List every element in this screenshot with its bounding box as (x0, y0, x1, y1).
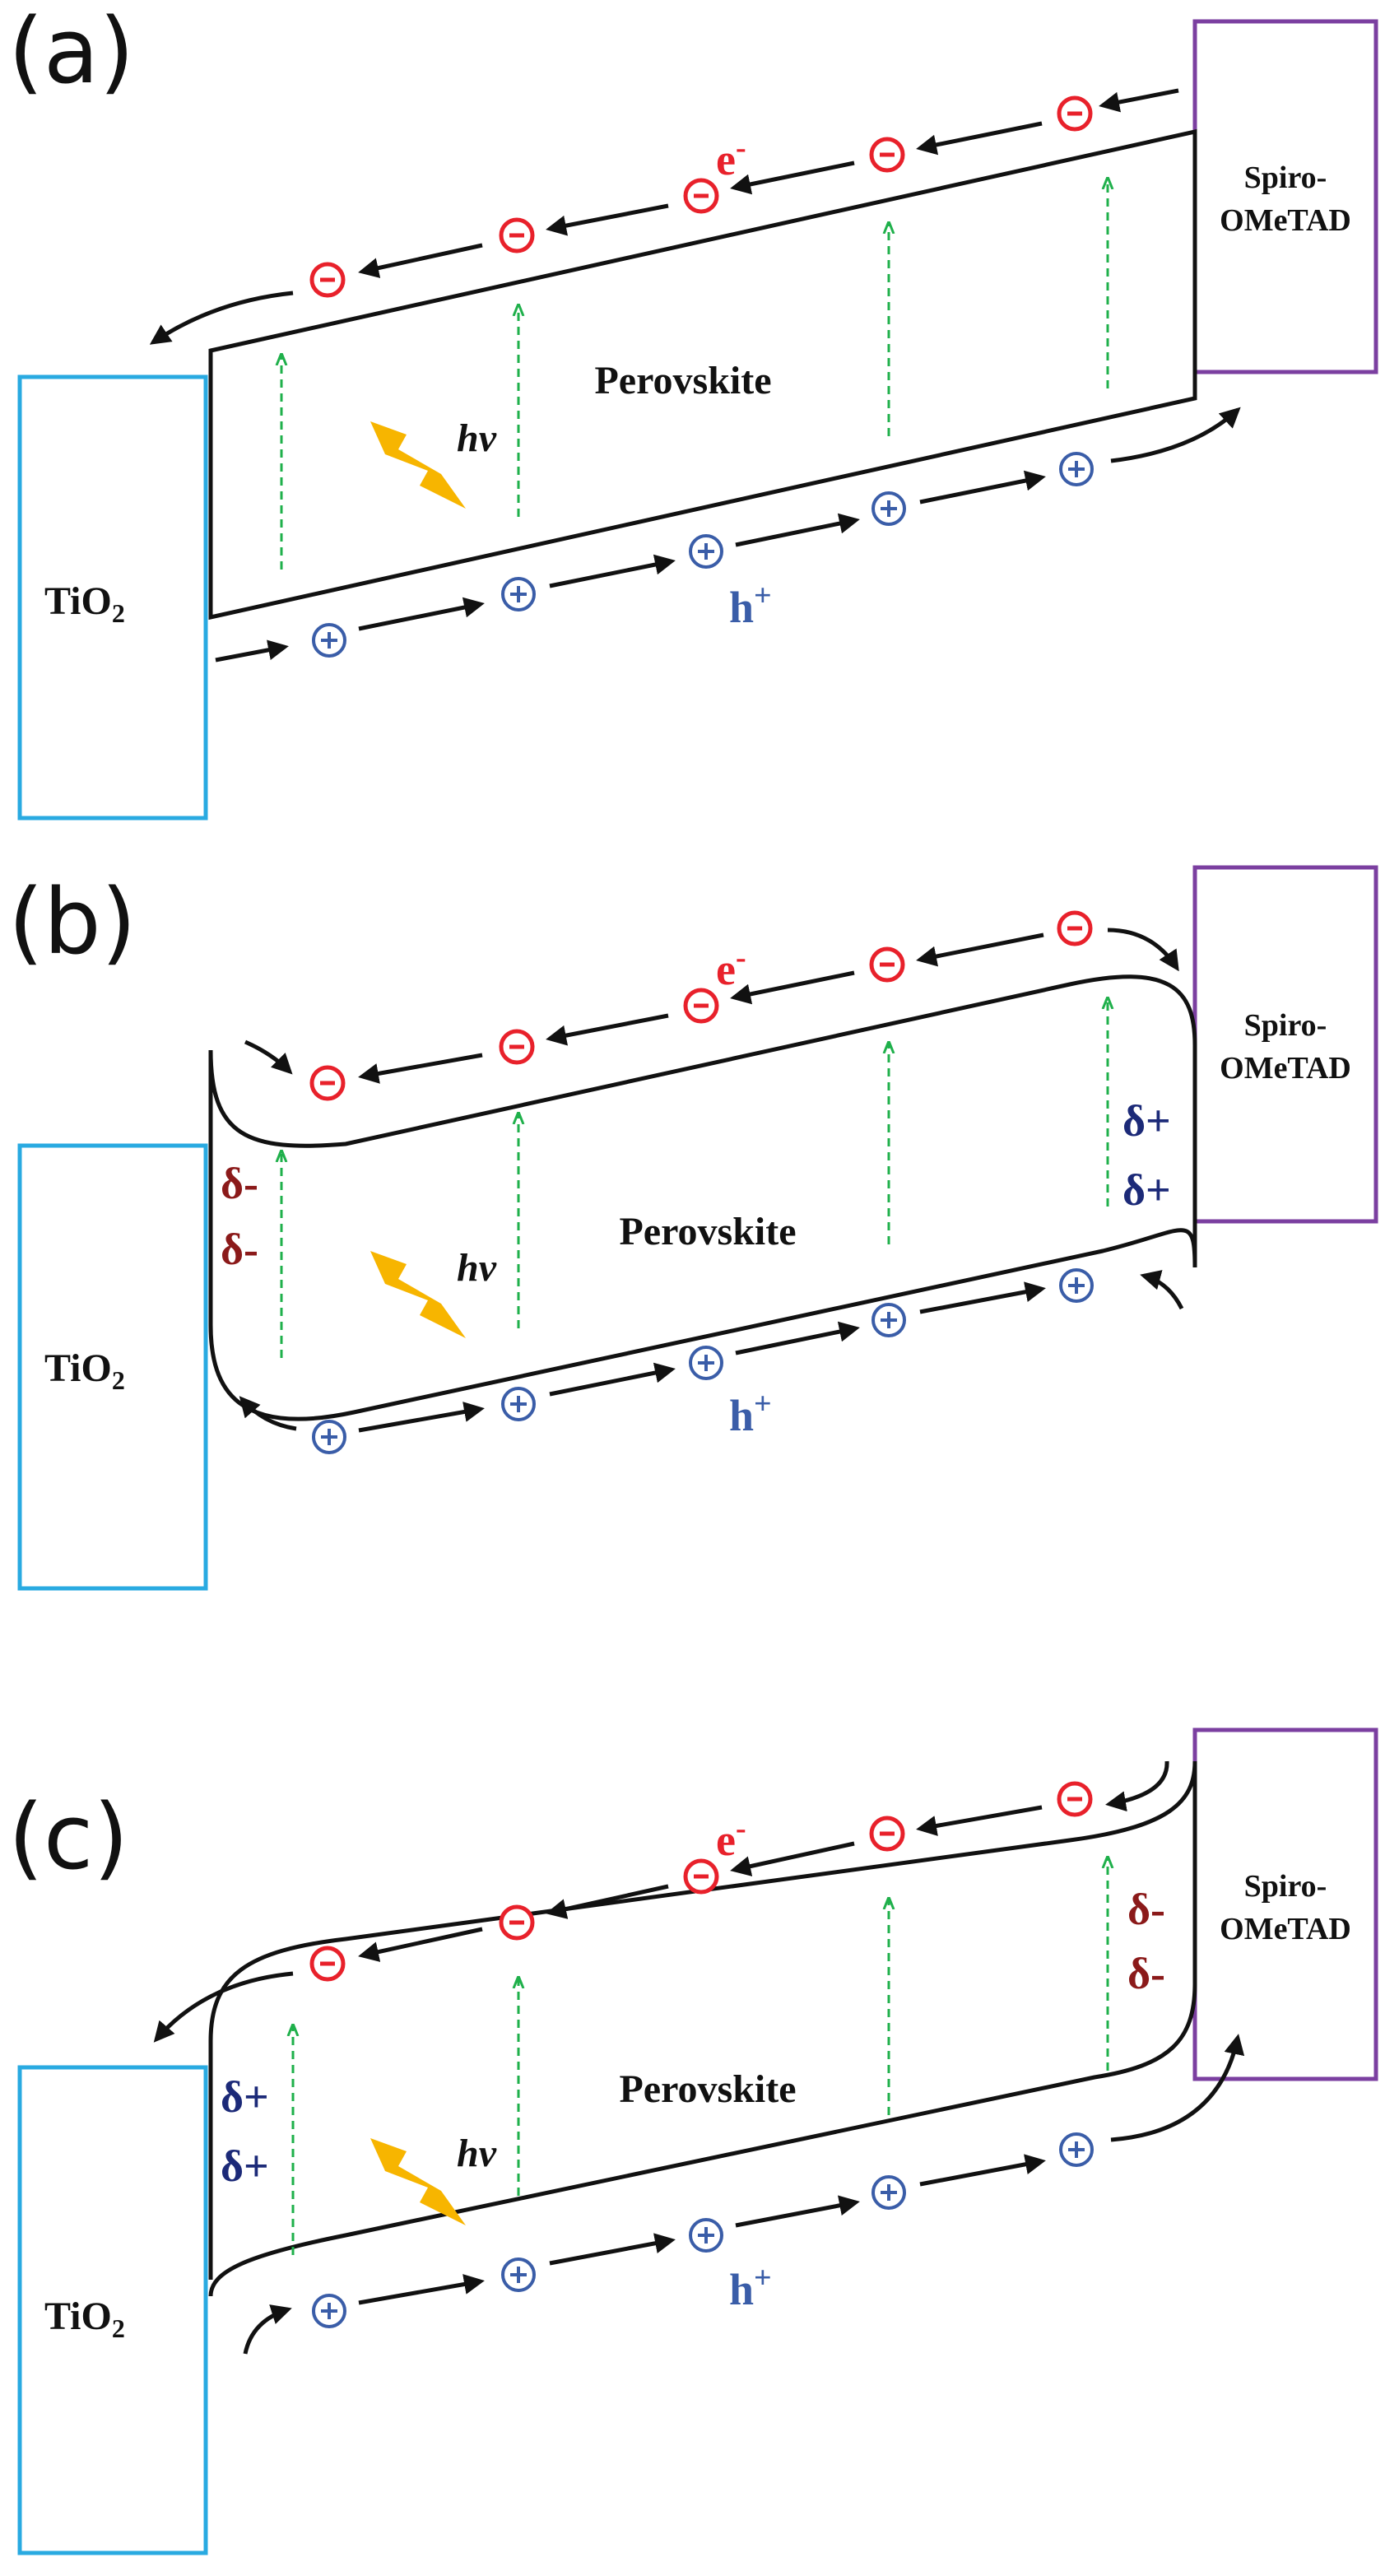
spiro-label-1: Spiro- (1244, 1008, 1327, 1043)
panel-label: (c) (8, 1784, 128, 1890)
hole-icon (501, 2257, 536, 2292)
panel-label: (a) (8, 0, 134, 104)
lightning-bolt-icon (370, 2138, 466, 2225)
tio2-box (17, 2065, 208, 2555)
hole-label: h+ (729, 1387, 772, 1440)
hole-flow-arrows (239, 1270, 1184, 1433)
electron-icon (686, 180, 717, 212)
electron-icon (871, 1818, 903, 1849)
perovskite-label: Perovskite (619, 2067, 796, 2111)
hole-flow-arrows (243, 2034, 1245, 2355)
excitation-arrows (293, 1858, 1108, 2255)
electron-flow-arrows (244, 928, 1179, 1084)
electrons (312, 98, 1090, 295)
electron-icon (312, 264, 343, 295)
lightning-bolt-icon (370, 421, 466, 509)
electron-icon (1059, 913, 1090, 944)
electron-icon (871, 139, 903, 170)
spiro-box (1192, 865, 1378, 1224)
holes (312, 2132, 1094, 2328)
interface-charge-left: δ+ (221, 2072, 269, 2122)
perovskite-band (208, 128, 1197, 621)
interface-charge-left: δ+ (221, 2141, 269, 2191)
electrons (312, 1783, 1090, 1979)
electron-icon (686, 1861, 717, 1892)
electron-icon (501, 1031, 532, 1062)
spiro-box (1192, 1727, 1378, 2081)
panel-c: (c) TiO2 Spiro- OMeTAD Perovskite hv δ+ … (8, 1727, 1378, 2555)
excitation-arrows (281, 179, 1108, 570)
hole-icon (1059, 452, 1094, 486)
tio2-box (17, 1143, 208, 1591)
holes (312, 1268, 1094, 1454)
hole-icon (312, 1420, 346, 1454)
perovskite-label: Perovskite (594, 359, 771, 402)
hole-icon (1059, 1268, 1094, 1303)
hole-label: h+ (729, 579, 772, 632)
interface-charge-right: δ- (1127, 1949, 1165, 1998)
spiro-label-1: Spiro- (1244, 1869, 1327, 1904)
tio2-label: TiO2 (44, 579, 125, 628)
electron-icon (1059, 1783, 1090, 1815)
hv-label: hv (457, 2132, 497, 2175)
interface-charge-right: δ- (1127, 1885, 1165, 1934)
panel-b: (b) TiO2 Spiro- OMeTAD Perovskite hv δ- … (8, 865, 1378, 1591)
hole-flow-arrows (215, 407, 1241, 663)
interface-charge-right: δ+ (1122, 1096, 1171, 1146)
spiro-label-2: OMeTAD (1220, 203, 1351, 238)
electron-icon (1059, 98, 1090, 129)
electron-icon (501, 1907, 532, 1938)
hole-icon (689, 534, 723, 569)
interface-charge-left: δ- (221, 1225, 258, 1274)
hole-label: h+ (729, 2261, 772, 2314)
tio2-label: TiO2 (44, 1346, 125, 1395)
electron-flow-arrows (153, 1760, 1169, 2043)
hv-label: hv (457, 1246, 497, 1290)
electron-icon (312, 1067, 343, 1099)
hole-icon (1059, 2132, 1094, 2167)
panel-a: (a) TiO2 Spiro- OMeTAD Perovskite hv e- (8, 0, 1378, 821)
hole-icon (501, 1387, 536, 1421)
hole-icon (689, 1346, 723, 1380)
electron-label: e- (716, 941, 746, 994)
spiro-label-2: OMeTAD (1220, 1912, 1351, 1946)
electron-icon (686, 990, 717, 1021)
excitation-arrows (281, 999, 1108, 1358)
hole-icon (871, 2175, 906, 2210)
tio2-box (17, 374, 208, 821)
electron-flow-arrows (149, 88, 1179, 345)
electron-icon (871, 949, 903, 980)
perovskite-label: Perovskite (619, 1210, 796, 1253)
spiro-box (1192, 19, 1378, 374)
electron-icon (501, 220, 532, 251)
electron-label: e- (716, 131, 746, 184)
spiro-label-1: Spiro- (1244, 160, 1327, 195)
electron-label: e- (716, 1811, 746, 1865)
tio2-label: TiO2 (44, 2295, 125, 2343)
interface-charge-left: δ- (221, 1159, 258, 1208)
hole-icon (312, 623, 346, 658)
lightning-bolt-icon (370, 1251, 466, 1338)
perovskite-band (208, 1760, 1197, 2297)
electron-icon (312, 1948, 343, 1979)
spiro-label-2: OMeTAD (1220, 1051, 1351, 1086)
interface-charge-right: δ+ (1122, 1165, 1171, 1215)
hole-icon (501, 577, 536, 611)
hole-icon (871, 1303, 906, 1337)
hv-label: hv (457, 416, 497, 460)
panel-label: (b) (8, 869, 137, 974)
hole-icon (689, 2218, 723, 2253)
hole-icon (312, 2294, 346, 2328)
hole-icon (871, 491, 906, 526)
